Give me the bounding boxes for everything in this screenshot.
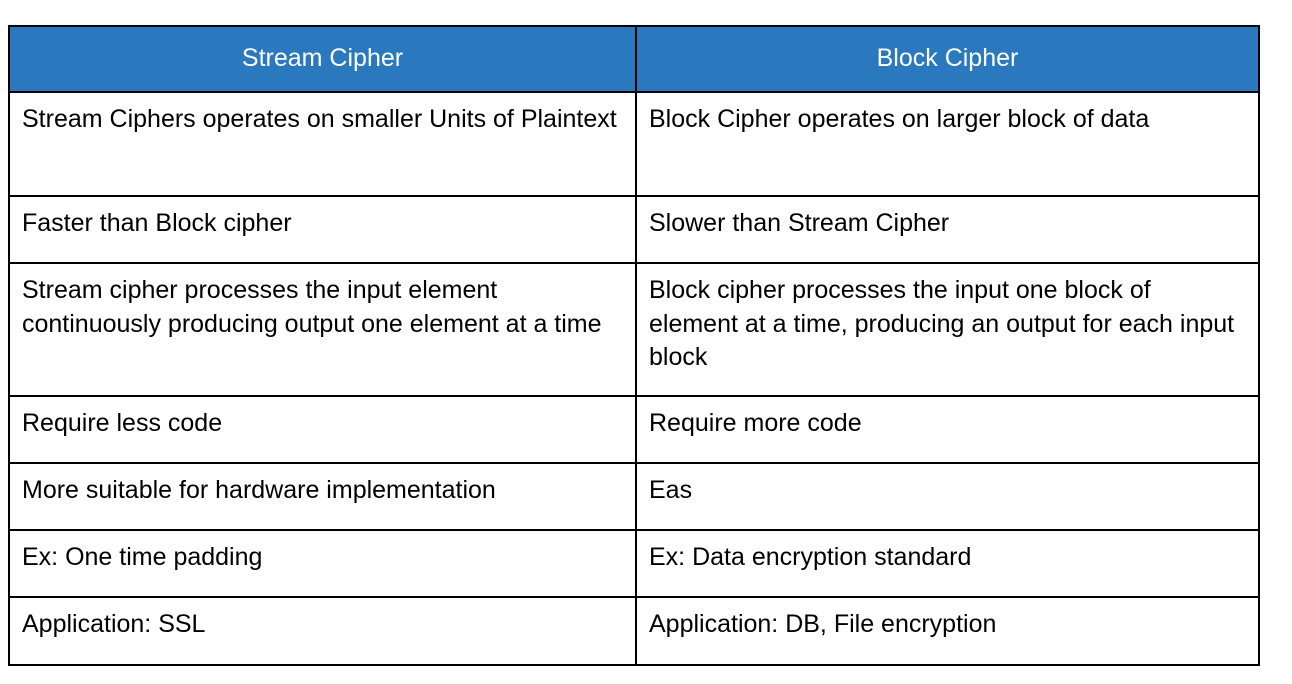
cell-text: Block Cipher operates on larger block of… [649,105,1150,133]
cell-text: Stream Ciphers operates on smaller Units… [22,105,617,133]
cell-block-row-4: Require more code [635,395,1260,464]
cell-stream-row-2: Faster than Block cipher [8,195,637,264]
cell-stream-row-6: Ex: One time padding [8,529,637,598]
cell-block-row-1: Block Cipher operates on larger block of… [635,91,1260,197]
cell-text: Ex: Data encryption standard [649,543,972,571]
table-row: Application: SSL Application: DB, File e… [8,596,1260,666]
table-row: Stream Ciphers operates on smaller Units… [8,91,1260,197]
cell-text: Block cipher processes the input one blo… [649,276,1235,371]
cell-text: Faster than Block cipher [22,209,292,237]
cell-text: More suitable for hardware implementatio… [22,476,496,504]
cell-stream-row-7: Application: SSL [8,596,637,666]
table-body: Stream Ciphers operates on smaller Units… [8,91,1260,666]
cell-text: Require more code [649,409,862,437]
cell-block-row-2: Slower than Stream Cipher [635,195,1260,264]
cipher-comparison-table: Stream Cipher Block Cipher Stream Cipher… [8,25,1260,666]
cell-block-row-7: Application: DB, File encryption [635,596,1260,666]
table-header: Stream Cipher Block Cipher [8,25,1260,93]
cell-text: Slower than Stream Cipher [649,209,950,237]
cell-stream-row-4: Require less code [8,395,637,464]
cell-block-row-6: Ex: Data encryption standard [635,529,1260,598]
cell-text: Application: SSL [22,610,206,638]
table-header-row: Stream Cipher Block Cipher [8,25,1260,93]
cell-block-row-3: Block cipher processes the input one blo… [635,262,1260,397]
cell-text: Ex: One time padding [22,543,263,571]
table-row: Ex: One time padding Ex: Data encryption… [8,529,1260,598]
cell-text: Eas [649,476,693,504]
column-header-block-cipher: Block Cipher [635,25,1260,93]
cell-text: Require less code [22,409,223,437]
table-row: Faster than Block cipher Slower than Str… [8,195,1260,264]
column-header-stream-cipher: Stream Cipher [8,25,637,93]
cell-text: Stream cipher processes the input elemen… [22,276,602,338]
cell-stream-row-5: More suitable for hardware implementatio… [8,462,637,531]
cell-text: Application: DB, File encryption [649,610,997,638]
cell-stream-row-1: Stream Ciphers operates on smaller Units… [8,91,637,197]
table-row: More suitable for hardware implementatio… [8,462,1260,531]
table-row: Require less code Require more code [8,395,1260,464]
table-row: Stream cipher processes the input elemen… [8,262,1260,397]
cell-stream-row-3: Stream cipher processes the input elemen… [8,262,637,397]
cell-block-row-5: Eas [635,462,1260,531]
